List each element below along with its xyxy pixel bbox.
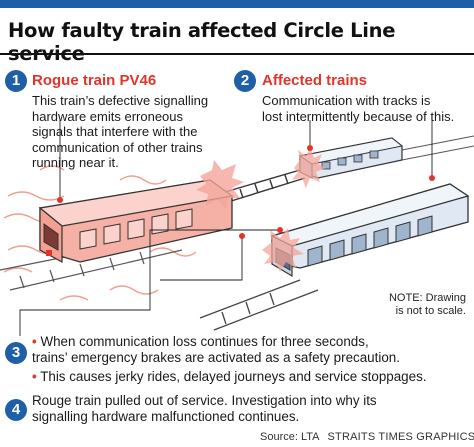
- rogue-desc-line: signals that interfere with the: [32, 124, 198, 139]
- affected-desc-line: Communication with tracks is: [262, 93, 431, 108]
- title-rule: [0, 53, 474, 55]
- affected-trains-description: Communication with tracks is lost interm…: [262, 93, 472, 124]
- step-1-badge: 1: [5, 70, 27, 92]
- rogue-train-description: This train’s defective signalling hardwa…: [32, 93, 232, 171]
- scale-note: NOTE: Drawing is not to scale.: [389, 292, 466, 318]
- interference-burst-rogue: [196, 160, 244, 210]
- step-4-line: Rouge train pulled out of service. Inves…: [32, 393, 377, 408]
- step-4-line: signalling hardware malfunctioned contin…: [32, 409, 300, 424]
- affected-train-near: [262, 183, 470, 278]
- step-3-badge: 3: [5, 342, 27, 364]
- far-track: [401, 135, 474, 161]
- graphics-credit: STRAITS TIMES GRAPHICS: [327, 431, 474, 443]
- note-line: is not to scale.: [395, 305, 466, 317]
- leader-dots: [57, 145, 435, 239]
- note-line: NOTE: Drawing: [388, 292, 466, 304]
- rogue-desc-line: communication of other trains: [32, 139, 203, 155]
- source-credit: Source: LTA STRAITS TIMES GRAPHICS: [260, 431, 474, 443]
- rogue-train-heading: Rogue train PV46: [32, 72, 157, 89]
- rogue-desc-line: hardware emits erroneous: [32, 108, 184, 124]
- bullet-line: This causes jerky rides, delayed journey…: [40, 369, 427, 384]
- leader-lines: [19, 118, 433, 336]
- bullet-line: When communication loss continues for th…: [40, 334, 369, 349]
- step-2-badge: 2: [234, 70, 256, 92]
- near-track: [199, 279, 319, 331]
- step-4-badge: 4: [5, 399, 27, 421]
- rogue-desc-line: running near it.: [32, 155, 119, 170]
- affected-train-far: [292, 137, 404, 188]
- step-3-text: • When communication loss continues for …: [32, 334, 472, 385]
- bullet-item: • When communication loss continues for …: [32, 334, 369, 349]
- rogue-desc-line: This train’s defective signalling: [32, 93, 209, 108]
- source-label: Source: LTA: [260, 431, 320, 443]
- bullet-item: • This causes jerky rides, delayed journ…: [32, 369, 427, 384]
- step-4-text: Rouge train pulled out of service. Inves…: [32, 393, 472, 425]
- bullet-continuation: trains’ emergency brakes are activated a…: [32, 350, 400, 365]
- rogue-train-pv46: [38, 179, 234, 264]
- top-accent-bar: [0, 0, 474, 8]
- affected-desc-line: lost intermittently because of this.: [262, 108, 455, 124]
- middle-track: [224, 169, 306, 203]
- affected-trains-heading: Affected trains: [262, 72, 368, 89]
- train-illustration: [0, 118, 474, 336]
